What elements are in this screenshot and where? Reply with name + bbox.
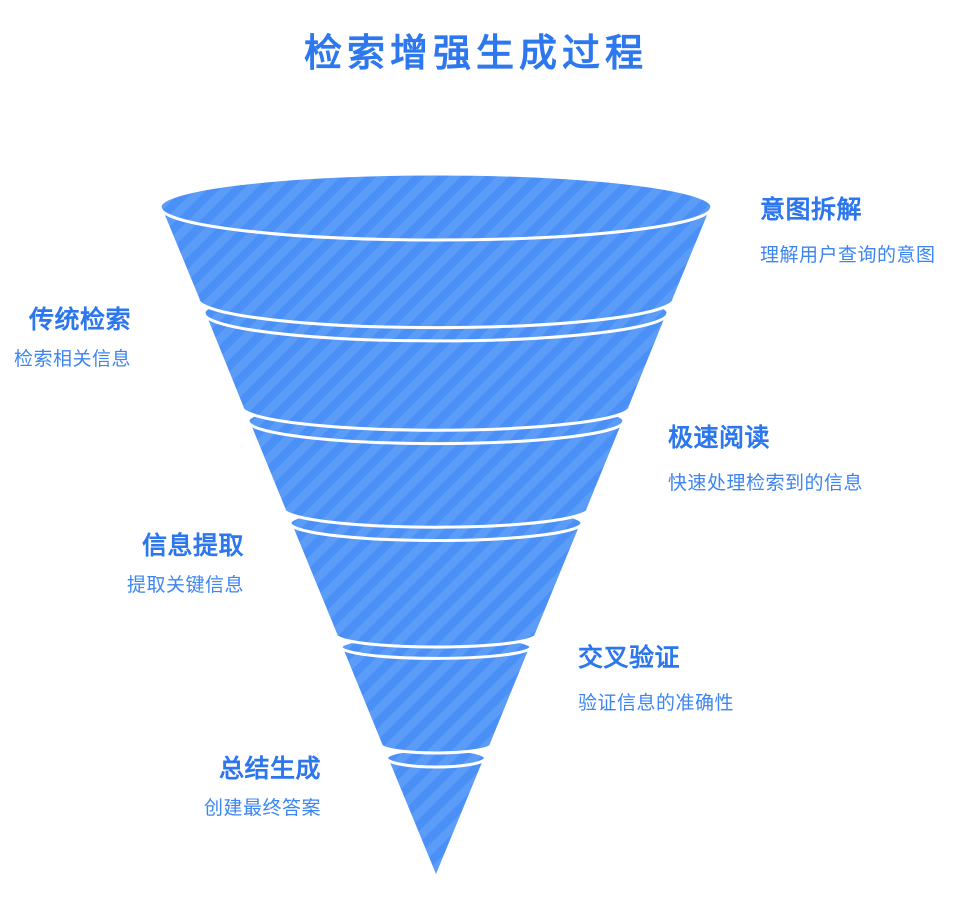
funnel-segment-rim-1 [202,312,670,343]
funnel-segment-rim-4 [339,646,533,660]
stage-validation-label: 交叉验证 [578,644,681,672]
funnel-segment-0 [158,172,714,330]
stage-validation: 交叉验证 验证信息的准确性 [578,644,734,716]
stage-retrieval-label: 传统检索 [28,306,131,334]
funnel-segments [158,172,714,882]
stage-intent: 意图拆解 理解用户查询的意图 [760,196,936,268]
stage-retrieval: 传统检索 检索相关信息 [14,306,131,372]
stage-extraction: 信息提取 提取关键信息 [127,532,244,598]
stage-generation-description: 创建最终答案 [203,798,321,819]
stage-extraction-description: 提取关键信息 [126,575,244,596]
chart-title: 检索增强生成过程 [303,33,648,75]
stage-intent-label: 意图拆解 [760,196,863,224]
stage-intent-description: 理解用户查询的意图 [760,245,936,266]
stage-reading-label: 极速阅读 [668,424,771,452]
stage-retrieval-description: 检索相关信息 [13,349,131,370]
funnel-segment-4 [339,634,533,755]
funnel-segment-rim-2 [246,420,626,446]
stage-validation-description: 验证信息的准确性 [578,693,735,714]
funnel-segment-rim-5 [385,757,487,769]
stage-generation-label: 总结生成 [218,755,321,783]
funnel-segment-rim-3 [288,522,584,542]
funnel-segment-rim-0 [158,206,714,242]
stage-reading: 极速阅读 快速处理检索到的信息 [668,424,863,496]
stage-generation: 总结生成 创建最终答案 [204,755,321,821]
stage-reading-description: 快速处理检索到的信息 [668,473,864,494]
stage-extraction-label: 信息提取 [141,532,244,560]
